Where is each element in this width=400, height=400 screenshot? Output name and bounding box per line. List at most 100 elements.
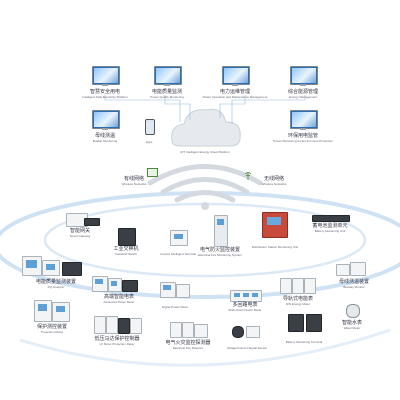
monitor-icon bbox=[92, 110, 120, 129]
fire-detector-device-3 bbox=[194, 324, 208, 338]
terminal-label-en: Courier Intelligent Terminal bbox=[160, 252, 196, 256]
multi-circuit-label-en: Multi-circuit Power Meter bbox=[228, 308, 262, 312]
terminal-device bbox=[170, 230, 188, 246]
relay-label-zh: 保护测控装置 bbox=[36, 324, 67, 330]
motor-relay-device-3 bbox=[118, 318, 130, 334]
monitor-stand bbox=[232, 84, 238, 86]
pq-label-zh: 电能质量监测装置 bbox=[35, 279, 76, 285]
sensor-device-2 bbox=[246, 326, 260, 338]
meter-device-2 bbox=[108, 278, 122, 292]
monitor-stand bbox=[300, 128, 306, 130]
busway-device-2 bbox=[350, 262, 366, 276]
battery-unit-label-zh: 蓄电池监测单元 bbox=[312, 223, 348, 229]
water-meter-label-zh: 智能水表 bbox=[341, 320, 362, 326]
relay-device-2 bbox=[52, 302, 70, 322]
cloud-icon bbox=[171, 108, 241, 147]
motor-relay-device-2 bbox=[106, 316, 118, 334]
motor-relay-device-4 bbox=[130, 318, 142, 334]
env-label-zh: 环保用电监管 bbox=[287, 133, 318, 139]
platform-label-zh: 综合能源管理 bbox=[287, 89, 318, 95]
meter-device-3 bbox=[122, 280, 138, 292]
fire-detector-label-en: Electrical Fire Detector bbox=[172, 346, 204, 350]
switch-label-zh: 工业交换机 bbox=[113, 246, 139, 252]
busway-label-zh: 母线测温装置 bbox=[338, 279, 369, 285]
distribution-cabinet bbox=[262, 212, 288, 238]
relay-device bbox=[34, 300, 52, 322]
pq-device-2 bbox=[42, 260, 60, 276]
pq-device-3 bbox=[62, 262, 82, 276]
monitor-icon bbox=[222, 66, 250, 85]
motor-relay-label-zh: 低压马达保护控制器 bbox=[94, 336, 140, 342]
monitor-icon bbox=[290, 66, 318, 85]
gateway-label-en: Smart Gateway bbox=[69, 234, 91, 238]
din-label-en: DIN Energy Meter bbox=[285, 302, 310, 306]
gateway-label-zh: 智能网关 bbox=[69, 228, 90, 234]
monitor-stand bbox=[102, 128, 108, 130]
meter-label-en: Advanced Power Meter bbox=[103, 300, 135, 304]
digital-meter-device-2 bbox=[176, 284, 190, 298]
monitor-stand bbox=[300, 84, 306, 86]
multi-circuit-label-zh: 多回路电表 bbox=[232, 302, 258, 308]
pq-device bbox=[22, 256, 42, 276]
motor-relay-device bbox=[94, 316, 106, 334]
platform-label-zh: 智慧安全用电 bbox=[89, 89, 120, 95]
battery-terminal-label-en: Battery Monitoring Terminal bbox=[285, 340, 323, 344]
antenna-icon bbox=[244, 167, 252, 180]
wired-label-en: Wireless Networks bbox=[121, 182, 147, 186]
din-label-zh: 导轨式电能表 bbox=[282, 296, 313, 302]
meter-device bbox=[92, 276, 108, 292]
wired-label-zh: 有线网络 bbox=[123, 176, 144, 182]
fire-detector-label-zh: 电气火灾监控探测器 bbox=[165, 340, 211, 346]
distribution-label-en: Distribution Station Monitoring Unit bbox=[251, 245, 299, 249]
env-label-en: Power Monitoring for Environment Protect… bbox=[273, 139, 333, 143]
platform-label-zh: 电力运维管理 bbox=[219, 89, 250, 95]
battery-terminal-device-2 bbox=[306, 314, 322, 332]
battery-terminal-device bbox=[288, 314, 304, 332]
monitor-icon bbox=[92, 66, 120, 85]
network-icon bbox=[147, 168, 158, 177]
busway-label-en: Busway Monitor bbox=[343, 285, 365, 289]
fire-detector-device bbox=[170, 322, 182, 338]
relay-label-en: Protection Relay bbox=[40, 330, 63, 334]
platform-label-en: Power Operation and Maintenance Manageme… bbox=[202, 95, 268, 99]
fire-detector-device-2 bbox=[182, 322, 194, 338]
water-meter-device bbox=[346, 304, 360, 318]
switch-label-en: Industrial Switch bbox=[115, 252, 137, 256]
busbar-label-zh: 母线测温 bbox=[94, 133, 115, 139]
monitor-icon bbox=[290, 110, 318, 129]
platform-label-zh: 电能质量监测 bbox=[151, 89, 182, 95]
din-meter-device bbox=[280, 278, 292, 294]
apps-label: Apps bbox=[145, 140, 153, 144]
bottom-arc bbox=[19, 328, 391, 367]
din-meter-device-2 bbox=[292, 278, 304, 294]
switch-device bbox=[118, 228, 136, 246]
water-meter-label-en: Water Meter bbox=[343, 326, 361, 330]
monitor-stand bbox=[164, 84, 170, 86]
cloud-label-en: IOT Intelligent Energy Cloud Platform bbox=[180, 150, 230, 154]
wireless-label-zh: 无线网络 bbox=[263, 176, 284, 182]
sensor-label-en: Voltage/Current Signal Sensor bbox=[226, 346, 268, 350]
platform-label-en: Power Quality Monitoring bbox=[150, 95, 184, 99]
gateway-module bbox=[84, 218, 100, 226]
digital-meter-device bbox=[160, 282, 176, 298]
pq-label-en: PQ Analyzer bbox=[47, 285, 65, 289]
battery-unit-device bbox=[312, 215, 350, 222]
monitor-stand bbox=[102, 84, 108, 86]
motor-relay-label-en: LV Motor Protection Relay bbox=[99, 342, 135, 346]
fire-monitor-label-zh: 电气防火监控装置 bbox=[199, 247, 240, 253]
cloud-connectors bbox=[104, 95, 306, 124]
platform-label-en: Energy Management bbox=[289, 95, 317, 99]
multi-circuit-device bbox=[230, 290, 262, 302]
phone-icon bbox=[145, 119, 155, 135]
digital-meter-label-en: Digital Power Meter bbox=[161, 305, 189, 309]
meter-label-zh: 高端智能电表 bbox=[103, 294, 134, 300]
battery-unit-label-en: Battery Monitoring Unit bbox=[314, 229, 346, 233]
wifi-dot bbox=[201, 202, 209, 210]
monitor-icon bbox=[154, 66, 182, 85]
sensor-device bbox=[232, 326, 244, 338]
busbar-label-en: Busbar Monitoring bbox=[92, 139, 118, 143]
fire-monitor-label-en: Electrical Fire Monitoring System bbox=[198, 253, 242, 257]
platform-label-en: Intelligent Safe Electricity Platform bbox=[82, 95, 128, 99]
din-meter-device-3 bbox=[304, 278, 316, 294]
